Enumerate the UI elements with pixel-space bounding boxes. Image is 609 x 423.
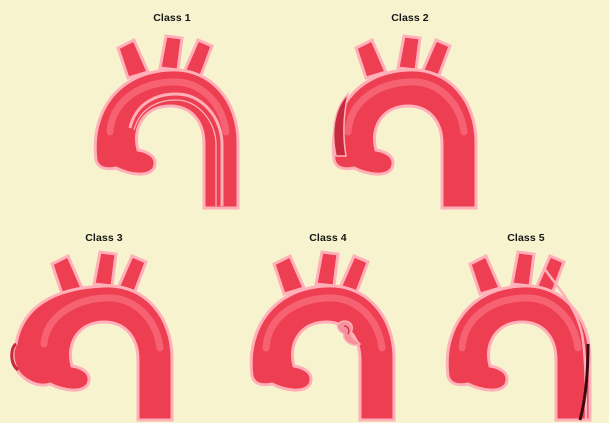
panel-label-class-5: Class 5 — [446, 232, 606, 244]
brachiocephalic-branch — [470, 256, 500, 294]
aortic-arch-vessel — [447, 286, 590, 420]
aortic-arch-diagram-class-5 — [440, 248, 609, 423]
left-carotid-branch — [512, 252, 534, 286]
